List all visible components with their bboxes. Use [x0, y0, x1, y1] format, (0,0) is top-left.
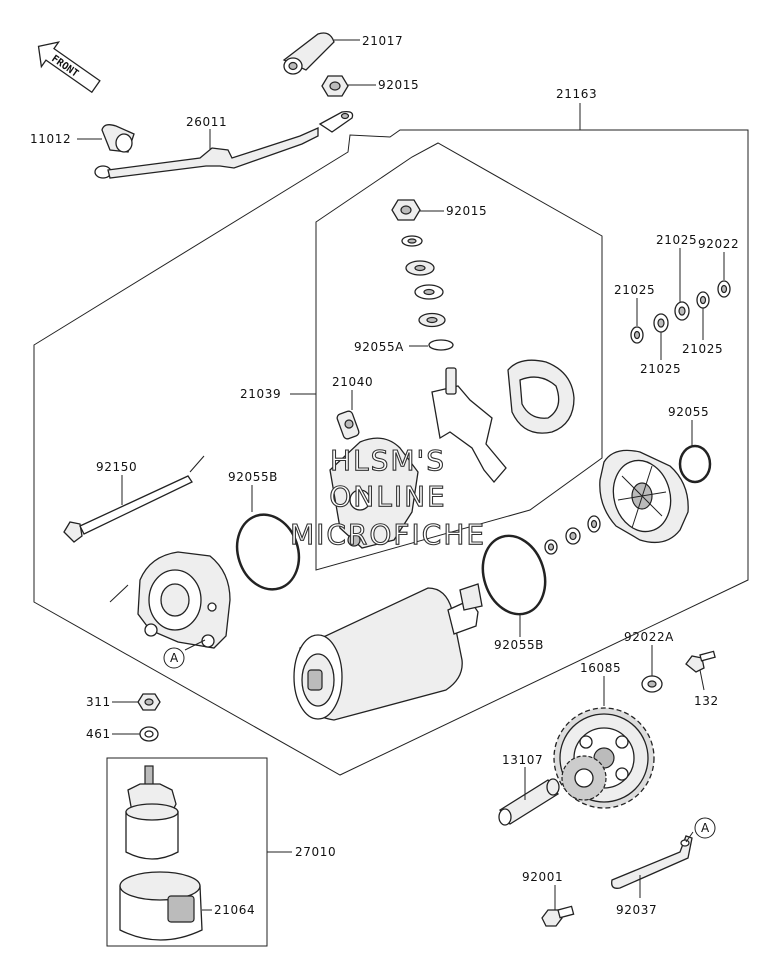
label-92150: 92150 [96, 460, 137, 474]
leader-lines [77, 39, 725, 911]
o-ring-92055b-right [481, 534, 547, 616]
front-arrow-icon: FRONT [37, 41, 101, 94]
starter-cable-26011 [94, 110, 354, 179]
brush-holder-ring [507, 359, 575, 434]
label-92055b-right: 92055B [494, 638, 544, 652]
label-21163: 21163 [556, 87, 597, 101]
label-132: 132 [694, 694, 719, 708]
label-21039: 21039 [240, 387, 281, 401]
label-92022: 92022 [698, 237, 739, 251]
watermark-line1: HLSM'S [330, 444, 446, 477]
label-21025-b: 21025 [614, 283, 655, 297]
label-11012: 11012 [30, 132, 71, 146]
shaft-13107 [498, 778, 560, 826]
solenoid-bracket-21064 [119, 871, 203, 941]
label-311: 311 [86, 695, 111, 709]
watermark-line2: ONLINE [329, 480, 446, 513]
label-16085: 16085 [580, 661, 621, 675]
bracket-92037 [611, 835, 693, 889]
label-21064: 21064 [214, 903, 255, 917]
label-92015-top: 92015 [378, 78, 419, 92]
callout-a-right: A [694, 817, 716, 839]
label-27010: 27010 [295, 845, 336, 859]
label-461: 461 [86, 727, 111, 741]
washer-92022a [641, 675, 663, 693]
idler-gear-16085 [553, 707, 655, 809]
label-92055a: 92055A [354, 340, 404, 354]
label-92022a: 92022A [624, 630, 674, 644]
front-end-cover [137, 551, 231, 649]
brush-holder-outline [315, 142, 603, 571]
nut-311 [137, 693, 161, 711]
o-ring-92055b-left [235, 513, 301, 591]
terminal-hardware-stack [391, 199, 454, 351]
label-21025-a: 21025 [656, 233, 697, 247]
label-92055b-left: 92055B [228, 470, 278, 484]
watermark-line3: MICROFICHE [290, 518, 486, 551]
label-21025-d: 21025 [640, 362, 681, 376]
label-21017: 21017 [362, 34, 403, 48]
callout-a-right-text: A [701, 821, 710, 835]
watermark: HLSM'S ONLINE MICROFICHE [289, 443, 486, 551]
starter-assembly-outline [33, 129, 749, 776]
label-26011: 26011 [186, 115, 227, 129]
armature-washers [544, 515, 601, 555]
label-13107: 13107 [502, 753, 543, 767]
callout-a-left-text: A [170, 651, 179, 665]
starter-motor-body [293, 583, 483, 721]
bolt-92001 [541, 905, 575, 927]
label-92001: 92001 [522, 870, 563, 884]
end-cover-right [599, 449, 689, 544]
terminal-cap-11012 [101, 124, 135, 153]
nut-92015-top [321, 75, 349, 97]
o-ring-92055 [678, 444, 712, 484]
label-92037: 92037 [616, 903, 657, 917]
label-21040: 21040 [332, 375, 373, 389]
solenoid-27010 [125, 765, 179, 860]
label-92055: 92055 [668, 405, 709, 419]
callout-a-left: A [163, 647, 185, 669]
terminal-cap-21017 [282, 32, 335, 75]
label-21025-c: 21025 [682, 342, 723, 356]
label-92015: 92015 [446, 204, 487, 218]
washer-set-21025 [630, 280, 731, 344]
brush-holder-21039 [329, 367, 507, 549]
bolt-132 [685, 650, 716, 673]
through-bolt-92150 [63, 455, 205, 603]
washer-461 [139, 726, 159, 742]
